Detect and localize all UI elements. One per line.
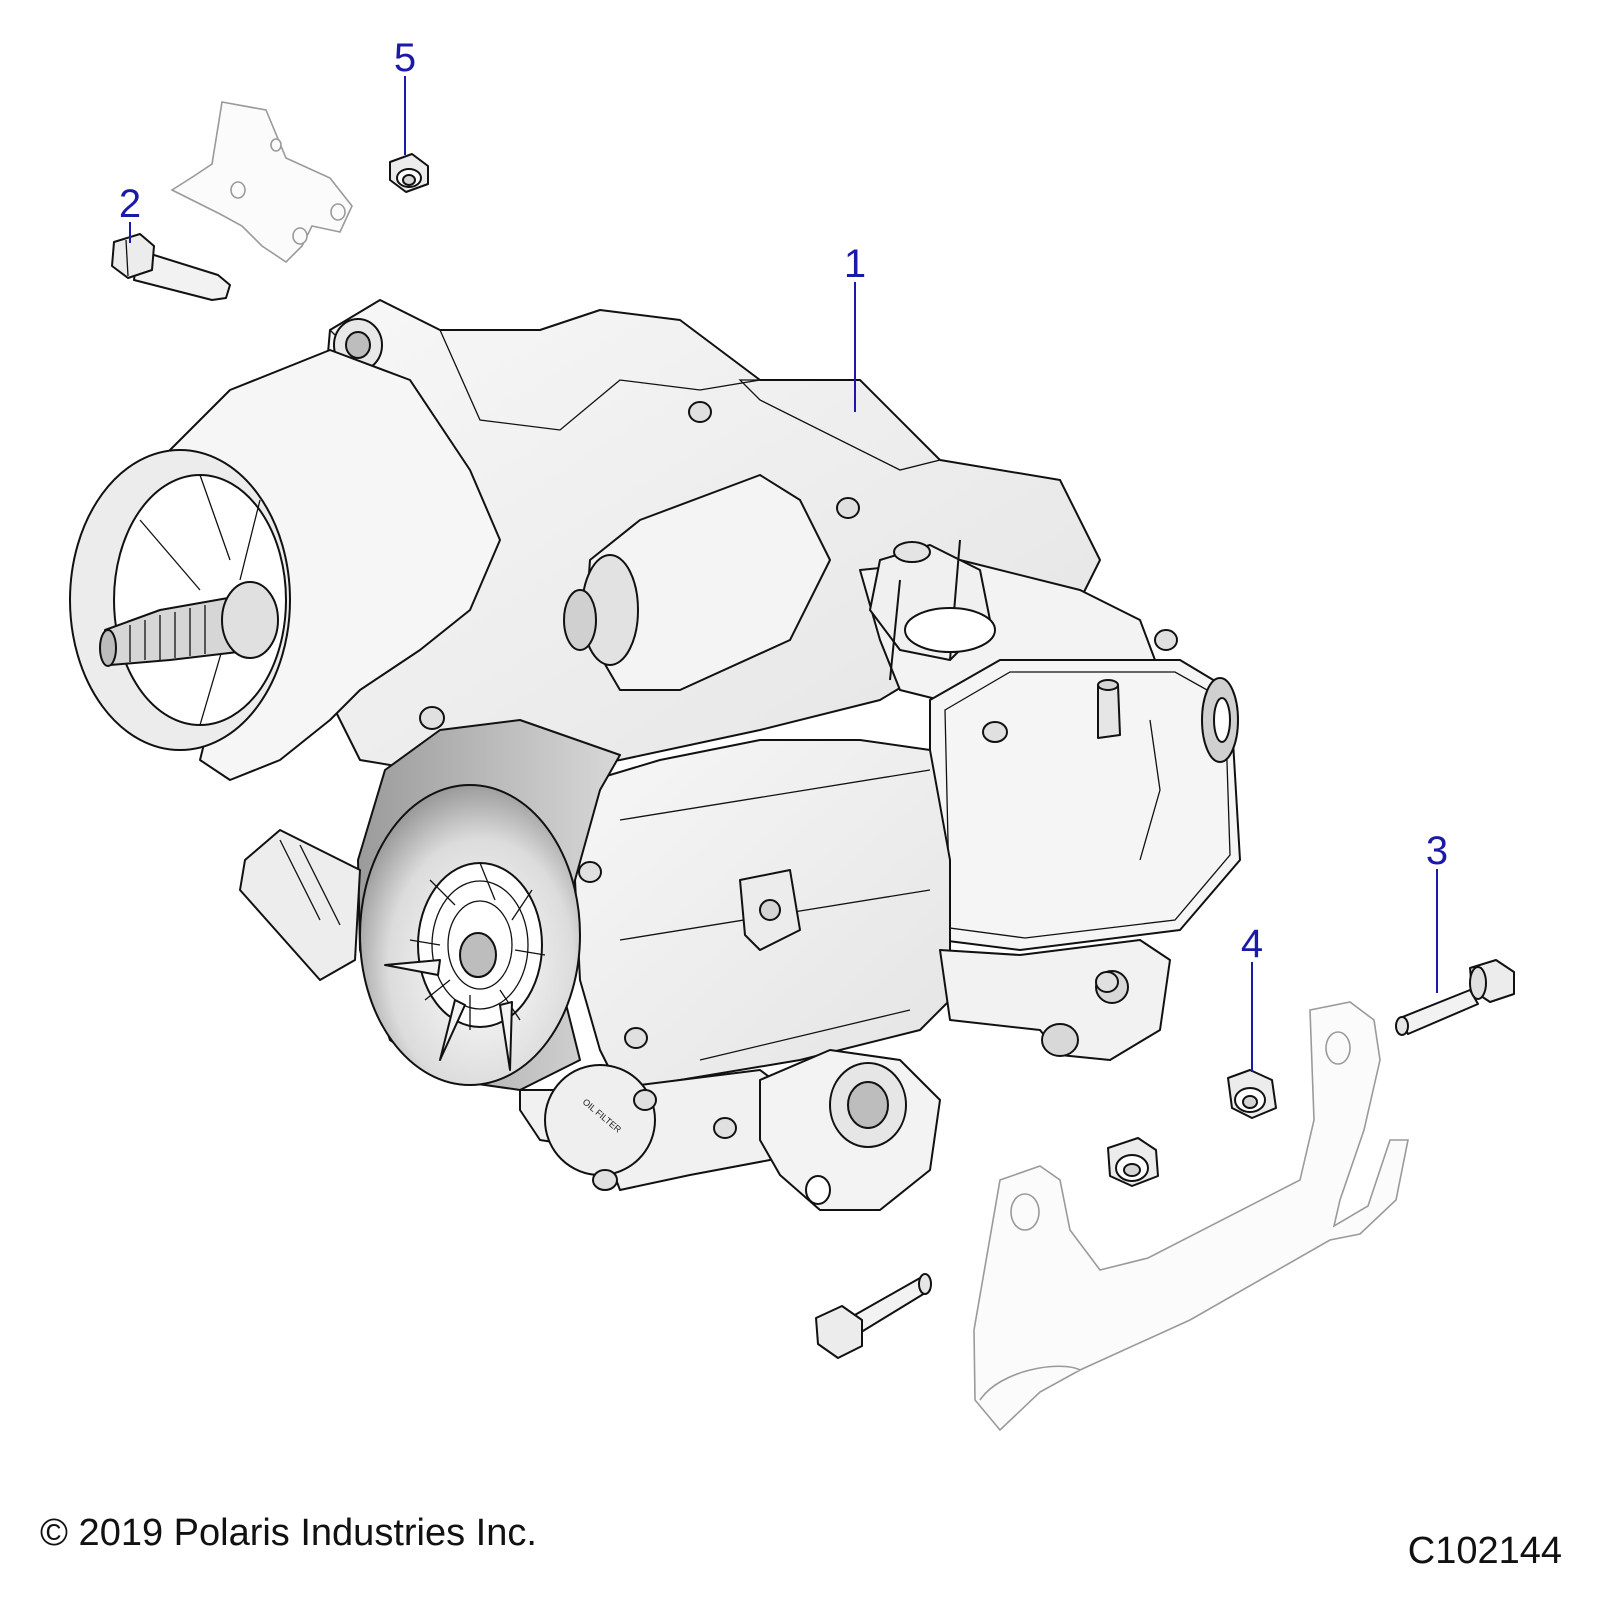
flange-nut-lower bbox=[1107, 1137, 1159, 1187]
upper-mount-bracket bbox=[170, 101, 353, 264]
callout-number-4: 4 bbox=[1241, 922, 1263, 966]
engine-assembly: OIL FILTER bbox=[69, 299, 1241, 1211]
flange-nut-right bbox=[1227, 1069, 1277, 1119]
callout-3: 3 bbox=[1426, 829, 1448, 993]
callout-number-2: 2 bbox=[119, 182, 141, 226]
bolt-right bbox=[1395, 959, 1515, 1036]
bolt-upper bbox=[111, 233, 231, 301]
callout-number-3: 3 bbox=[1426, 829, 1448, 873]
callout-number-5: 5 bbox=[394, 36, 416, 80]
callout-number-1: 1 bbox=[844, 242, 866, 286]
bolt-lower bbox=[815, 1273, 932, 1359]
copyright-notice: © 2019 Polaris Industries Inc. bbox=[40, 1512, 537, 1554]
callout-1: 1 bbox=[844, 242, 866, 412]
callout-4: 4 bbox=[1241, 922, 1263, 1072]
front-mount-bracket bbox=[973, 1001, 1409, 1432]
callout-5: 5 bbox=[394, 36, 416, 155]
figure-id: C102144 bbox=[1407, 1530, 1562, 1572]
callout-2: 2 bbox=[119, 182, 141, 243]
housing-bolt-heads bbox=[419, 401, 1178, 1049]
flange-nut-upper bbox=[389, 153, 429, 193]
